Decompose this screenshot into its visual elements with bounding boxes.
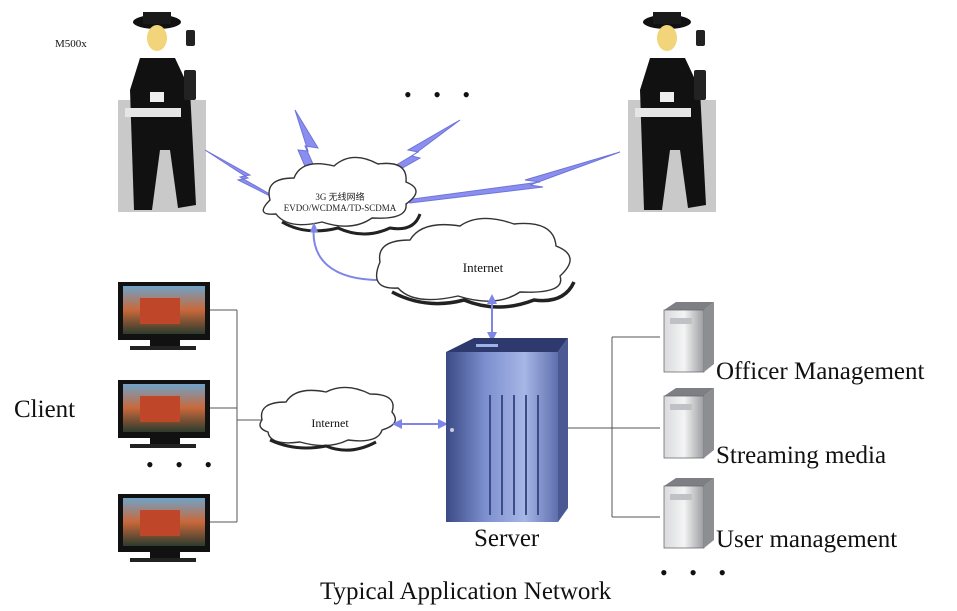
cloud-internet-top: Internet: [375, 217, 576, 309]
client-monitor: [118, 282, 210, 350]
model-label: M500x: [55, 38, 87, 50]
lightning-bolt: [403, 151, 621, 204]
arrowhead: [310, 222, 318, 232]
arrowhead: [392, 419, 402, 429]
cloud-internet-left: Internet: [259, 386, 396, 452]
cloud-3g: 3G 无线网络 EVDO/WCDMA/TD-SCDMA: [262, 156, 422, 236]
server-label: Server: [474, 525, 540, 552]
ellipsis-officers: • • •: [404, 82, 479, 107]
arrowhead: [438, 419, 448, 429]
service-label-user: User management: [716, 526, 898, 553]
internet-top-label: Internet: [463, 260, 504, 275]
service-tower-streaming: [663, 388, 714, 459]
client-monitor: [118, 494, 210, 562]
service-tower-officer: [663, 302, 714, 373]
server-tower: [446, 338, 568, 522]
service-tower-user: [663, 478, 714, 549]
service-label-streaming: Streaming media: [716, 442, 887, 469]
officer-left: [118, 12, 206, 212]
client-monitor: [118, 380, 210, 448]
service-label-officer: Officer Management: [716, 358, 925, 385]
diagram-caption: Typical Application Network: [320, 578, 612, 605]
arrowhead: [487, 332, 497, 342]
connector-3g-internet: [312, 223, 389, 282]
officer-right: [628, 12, 716, 212]
client-connections: [210, 309, 262, 523]
arrowhead: [487, 294, 497, 304]
network-3g-line2: EVDO/WCDMA/TD-SCDMA: [284, 203, 397, 213]
internet-left-label: Internet: [311, 416, 349, 430]
ellipsis-services: • • •: [660, 560, 735, 585]
service-connections: [568, 336, 660, 518]
ellipsis-clients: • • •: [146, 452, 221, 477]
network-3g-line1: 3G 无线网络: [315, 191, 364, 202]
lightning-bolt: [204, 149, 279, 201]
client-label: Client: [14, 396, 76, 423]
